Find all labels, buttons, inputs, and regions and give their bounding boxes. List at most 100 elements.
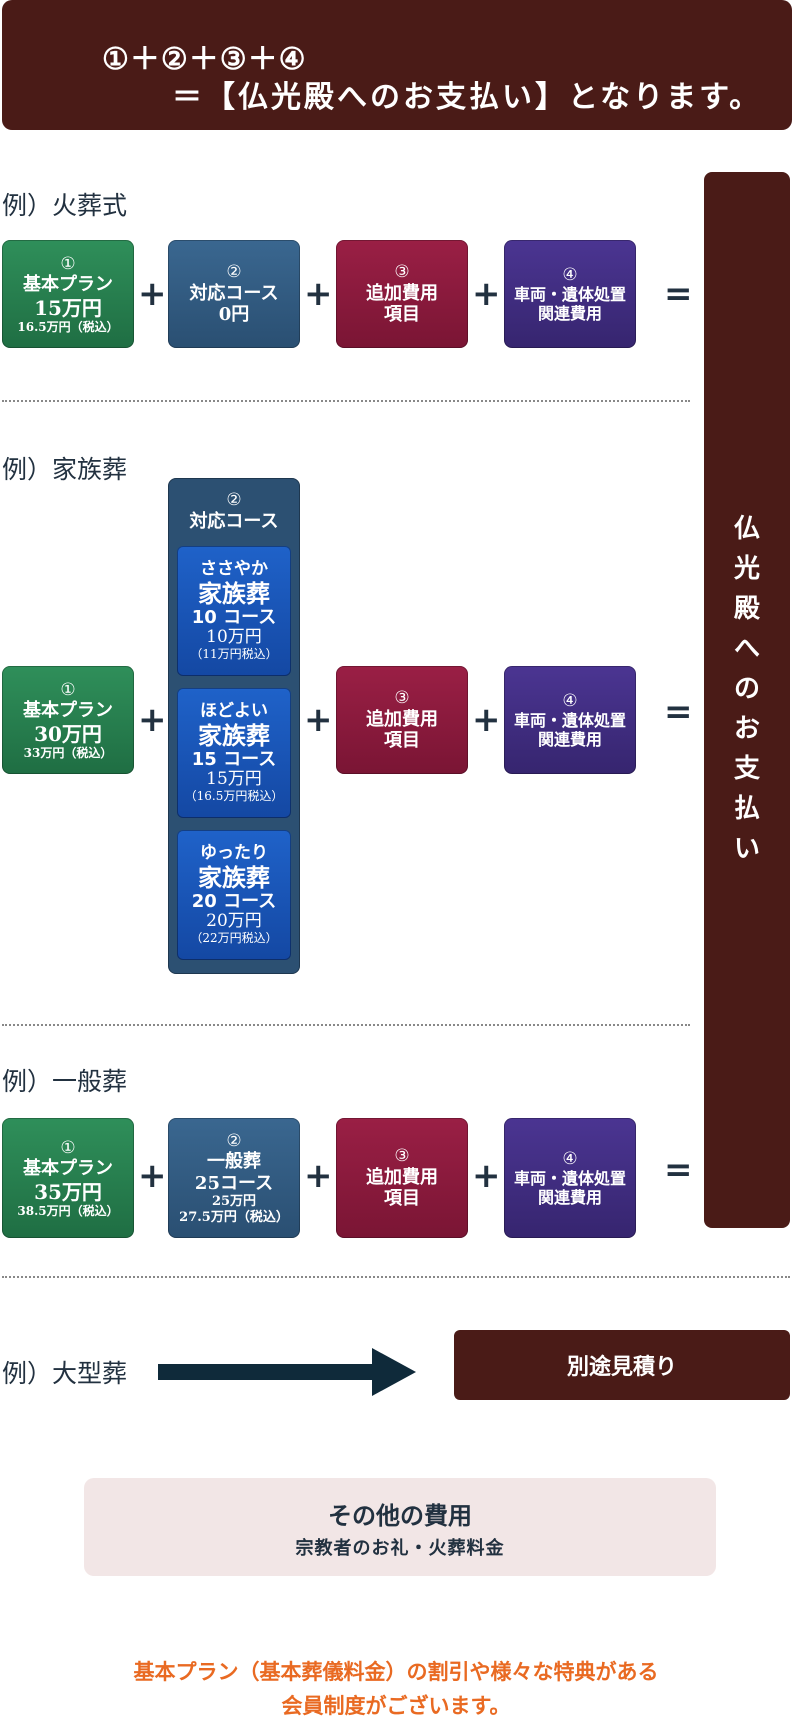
equals-sign: =	[664, 692, 693, 732]
basic-plan-box: ① 基本プラン 35万円 38.5万円（税込）	[2, 1118, 134, 1238]
additional-cost-box: ③ 追加費用 項目	[336, 1118, 468, 1238]
example-label-family: 例）家族葬	[2, 455, 128, 484]
vehicle-cost-box: ④ 車両・遺体処置 関連費用	[504, 1118, 636, 1238]
step-number: ②	[226, 262, 242, 283]
vertical-char: 光	[733, 554, 760, 584]
box-course: 25コース	[194, 1172, 274, 1194]
box-price: 15万円	[34, 295, 102, 320]
section-divider	[2, 1276, 790, 1278]
plus-sign: +	[304, 274, 333, 314]
step-number: ②	[226, 490, 242, 510]
course-name: ゆったり	[200, 843, 268, 864]
step-number: ④	[562, 264, 578, 285]
box-title: 追加費用	[366, 708, 438, 730]
box-title: 基本プラン	[23, 700, 113, 722]
plus-sign: +	[138, 700, 167, 740]
course-box: ② 一般葬 25コース 25万円 27.5万円（税込）	[168, 1118, 300, 1238]
step-number: ①	[60, 679, 76, 700]
separate-estimate-badge: 別途見積り	[454, 1330, 790, 1400]
course-panel-title: 対応コース	[189, 511, 279, 533]
vertical-char: へ	[733, 634, 760, 664]
course-tax-price: （16.5万円税込）	[184, 788, 284, 803]
arrow-icon	[158, 1364, 378, 1380]
step-number: ③	[394, 262, 410, 283]
header-formula-result: ＝【仏光殿へのお支払い】となります。	[172, 80, 763, 115]
step-number: ③	[394, 688, 410, 709]
course-tax-price: （11万円税込）	[190, 646, 278, 661]
basic-plan-box: ① 基本プラン 15万円 16.5万円（税込）	[2, 240, 134, 348]
payment-total-column: 仏 光 殿 へ の お 支 払 い	[704, 172, 790, 1228]
vertical-char: 払	[733, 794, 760, 824]
course-box: ② 対応コース 0円	[168, 240, 300, 348]
course-panel-header: ② 対応コース	[168, 490, 300, 534]
course-option-10: ささやか 家族葬 10 コース 10万円 （11万円税込）	[177, 546, 291, 676]
vehicle-cost-box: ④ 車両・遺体処置 関連費用	[504, 666, 636, 774]
family-course-panel: ② 対応コース ささやか 家族葬 10 コース 10万円 （11万円税込） ほど…	[168, 478, 300, 974]
box-tax-price: 33万円（税込）	[23, 745, 113, 760]
box-title: 車両・遺体処置	[513, 285, 626, 304]
box-price: 30万円	[34, 721, 102, 746]
course-type: 家族葬	[198, 578, 270, 608]
plus-sign: +	[304, 700, 333, 740]
course-type: 家族葬	[198, 720, 270, 750]
box-price: 0円	[218, 304, 250, 326]
course-name: ほどよい	[200, 701, 268, 722]
course-price: 10万円	[206, 627, 262, 648]
box-title: 車両・遺体処置	[513, 1169, 626, 1188]
plus-sign: +	[472, 700, 501, 740]
box-subtitle: 項目	[384, 730, 420, 752]
course-option-20: ゆったり 家族葬 20 コース 20万円 （22万円税込）	[177, 830, 291, 960]
vertical-char: 仏	[733, 514, 760, 544]
box-price: 25万円	[211, 1194, 257, 1210]
vertical-char: 殿	[733, 594, 760, 624]
vehicle-cost-box: ④ 車両・遺体処置 関連費用	[504, 240, 636, 348]
plus-sign: +	[138, 1156, 167, 1196]
equals-sign: =	[664, 274, 693, 314]
example-label-cremation: 例）火葬式	[2, 191, 128, 220]
additional-cost-box: ③ 追加費用 項目	[336, 666, 468, 774]
step-number: ①	[60, 1137, 76, 1158]
course-number: 10 コース	[191, 606, 277, 628]
course-option-15: ほどよい 家族葬 15 コース 15万円 （16.5万円税込）	[177, 688, 291, 818]
plus-sign: +	[138, 274, 167, 314]
other-costs-title: その他の費用	[328, 1501, 472, 1530]
box-title: 基本プラン	[23, 1158, 113, 1180]
box-subtitle: 関連費用	[537, 1188, 602, 1208]
box-subtitle: 項目	[384, 1188, 420, 1210]
vertical-char: お	[733, 714, 760, 744]
example-label-large: 例）大型葬	[2, 1359, 128, 1388]
step-number: ④	[562, 690, 578, 711]
arrow-head-icon	[372, 1348, 416, 1396]
box-tax-price: 38.5万円（税込）	[17, 1203, 119, 1218]
step-number: ①	[60, 253, 76, 274]
course-type: 家族葬	[198, 862, 270, 892]
step-number: ③	[394, 1146, 410, 1167]
vertical-char: の	[733, 674, 760, 704]
course-price: 20万円	[206, 911, 262, 932]
box-subtitle: 項目	[384, 304, 420, 326]
box-title: 対応コース	[189, 282, 279, 304]
vertical-char: 支	[733, 754, 760, 784]
box-tax-price: 16.5万円（税込）	[17, 319, 119, 334]
box-tax-price: 27.5万円（税込）	[179, 1209, 289, 1225]
course-number: 20 コース	[191, 890, 277, 912]
course-tax-price: （22万円税込）	[190, 930, 278, 945]
summary-header: ①＋②＋③＋④ ＝【仏光殿へのお支払い】となります。	[2, 0, 792, 130]
box-title: 追加費用	[366, 282, 438, 304]
box-title: 一般葬	[207, 1151, 261, 1172]
box-subtitle: 関連費用	[537, 730, 602, 750]
membership-note-line2: 会員制度がございます。	[281, 1694, 511, 1718]
plus-sign: +	[304, 1156, 333, 1196]
course-name: ささやか	[200, 559, 268, 580]
course-price: 15万円	[206, 769, 262, 790]
basic-plan-box: ① 基本プラン 30万円 33万円（税込）	[2, 666, 134, 774]
step-number: ②	[226, 1130, 242, 1151]
course-number: 15 コース	[191, 748, 277, 770]
plus-sign: +	[472, 1156, 501, 1196]
equals-sign: =	[664, 1150, 693, 1190]
other-costs-box: その他の費用 宗教者のお礼・火葬料金	[84, 1478, 716, 1576]
membership-note-line1: 基本プラン（基本葬儀料金）の割引や様々な特典がある	[133, 1660, 659, 1684]
plus-sign: +	[472, 274, 501, 314]
step-number: ④	[562, 1148, 578, 1169]
box-title: 追加費用	[366, 1166, 438, 1188]
